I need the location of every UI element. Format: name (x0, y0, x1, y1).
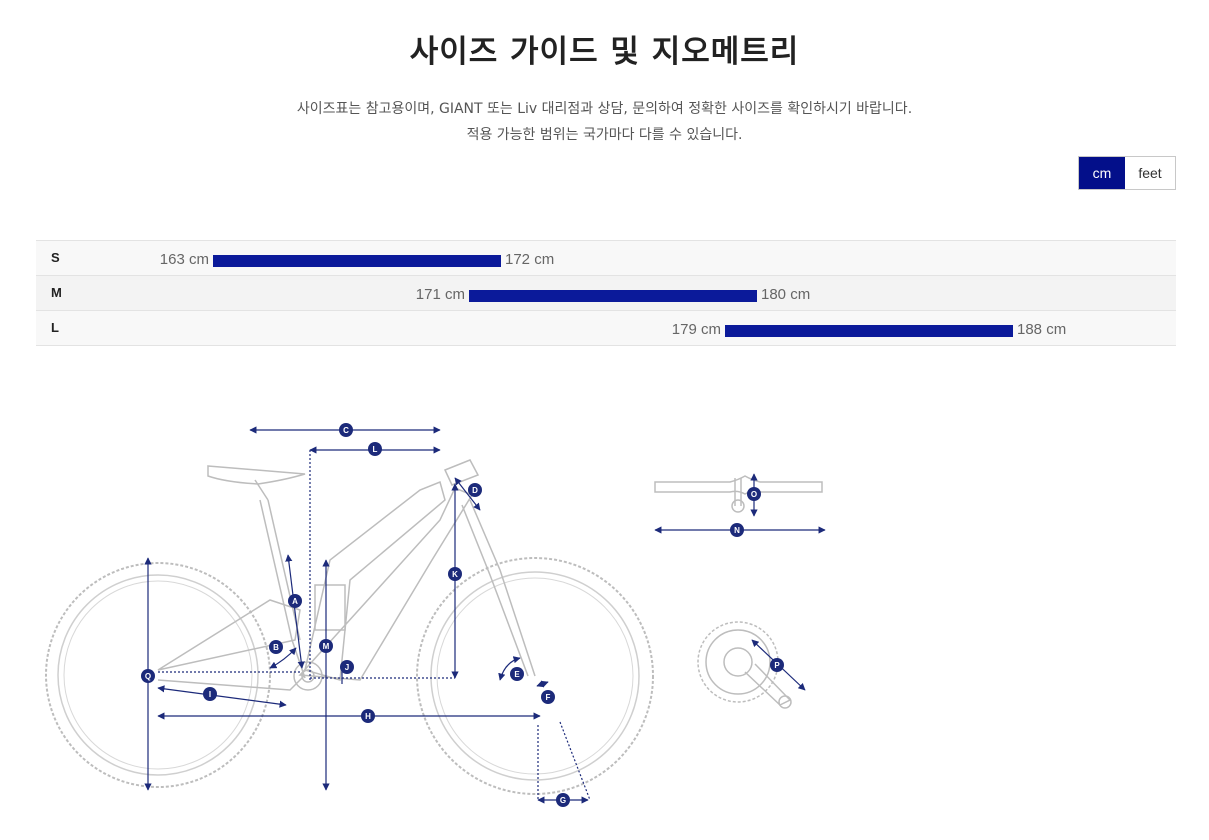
page-subtitle: 사이즈표는 참고용이며, GIANT 또는 Liv 대리점과 상담, 문의하여 … (0, 96, 1209, 148)
unit-toggle: cm feet (1078, 156, 1176, 190)
svg-text:I: I (209, 690, 211, 699)
svg-text:A: A (292, 597, 298, 606)
dimension-labels: A B C D E F G H I J K L M N O P Q (141, 423, 784, 807)
label-n-marker: N (730, 523, 744, 537)
dimension-lines (144, 426, 826, 804)
svg-text:Q: Q (145, 672, 151, 681)
front-wheel (416, 557, 654, 795)
range-max-label: 188 cm (1017, 321, 1067, 338)
svg-text:K: K (452, 570, 458, 579)
range-min-label: 163 cm (159, 251, 209, 268)
size-row-s: S 163 cm 172 cm (36, 241, 1176, 276)
subtitle-line-2: 적용 가능한 범위는 국가마다 다를 수 있습니다. (466, 127, 743, 143)
label-k-marker: K (448, 567, 462, 581)
label-g-marker: G (556, 793, 570, 807)
svg-text:C: C (343, 426, 349, 435)
size-label: M (51, 285, 62, 300)
label-p-marker: P (770, 658, 784, 672)
range-bar (469, 290, 757, 302)
label-l-marker: L (368, 442, 382, 456)
size-row-l: L 179 cm 188 cm (36, 311, 1176, 346)
label-j-marker: J (340, 660, 354, 674)
svg-text:B: B (273, 643, 279, 652)
svg-text:G: G (560, 796, 566, 805)
subtitle-line-1: 사이즈표는 참고용이며, GIANT 또는 Liv 대리점과 상담, 문의하여 … (296, 101, 913, 117)
page-title: 사이즈 가이드 및 지오메트리 (409, 34, 800, 70)
size-row-m: M 171 cm 180 cm (36, 276, 1176, 311)
svg-text:H: H (365, 712, 371, 721)
bike-geometry-diagram: A B C D E F G H I J K L M N O P Q (45, 423, 826, 807)
svg-text:N: N (734, 526, 740, 535)
svg-text:E: E (514, 670, 520, 679)
svg-text:M: M (323, 642, 330, 651)
label-i-marker: I (203, 687, 217, 701)
label-c-marker: C (339, 423, 353, 437)
range-max-label: 180 cm (761, 286, 811, 303)
range-max-label: 172 cm (505, 251, 555, 268)
range-min-label: 171 cm (415, 286, 465, 303)
label-e-marker: E (510, 667, 524, 681)
label-h-marker: H (361, 709, 375, 723)
size-chart-table: S 163 cm 172 cm M 171 cm 180 cm L 179 cm… (36, 240, 1176, 346)
label-o-marker: O (747, 487, 761, 501)
size-label: L (51, 320, 59, 335)
svg-text:L: L (373, 445, 378, 454)
svg-text:D: D (472, 486, 478, 495)
unit-cm-button[interactable]: cm (1079, 157, 1125, 189)
svg-text:P: P (774, 661, 780, 670)
range-bar (213, 255, 501, 267)
handlebar-diagram (654, 475, 823, 513)
svg-text:O: O (751, 490, 757, 499)
label-m-marker: M (319, 639, 333, 653)
range-bar (725, 325, 1013, 337)
rear-wheel (45, 562, 271, 788)
size-label: S (51, 250, 60, 265)
label-a-marker: A (288, 594, 302, 608)
label-b-marker: B (269, 640, 283, 654)
label-q-marker: Q (141, 669, 155, 683)
unit-feet-button[interactable]: feet (1125, 157, 1175, 189)
svg-text:J: J (345, 663, 349, 672)
range-min-label: 179 cm (671, 321, 721, 338)
label-f-marker: F (541, 690, 555, 704)
label-d-marker: D (468, 483, 482, 497)
svg-text:F: F (546, 693, 551, 702)
